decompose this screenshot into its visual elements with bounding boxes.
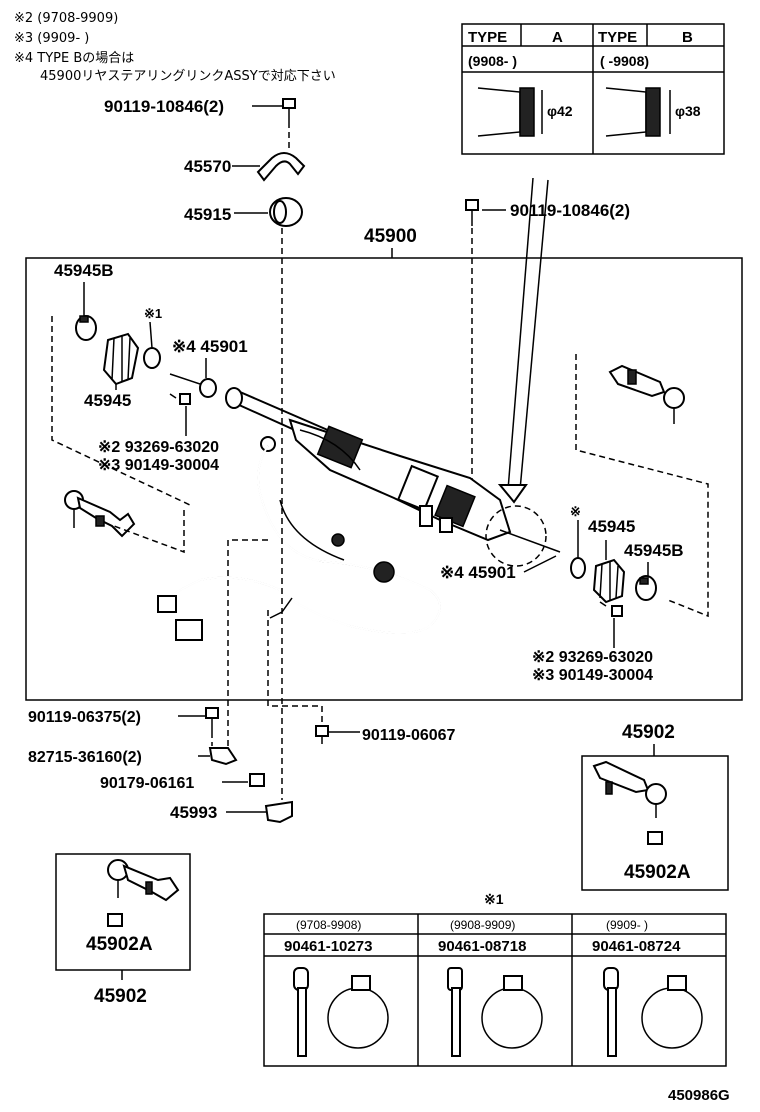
col1-part: 90461-10273: [284, 938, 372, 955]
note-3: ※4 TYPE Bの場合は: [14, 51, 134, 66]
label-x1-right: ※: [570, 504, 581, 519]
clip-ring-icon: [143, 347, 161, 369]
steering-rack-icon: [225, 387, 561, 567]
label-45902A-left: 45902A: [86, 934, 153, 955]
band-clip-icon: [447, 967, 543, 1057]
label-90119-06067: 90119-06067: [362, 727, 456, 744]
note-4: 45900リヤステアリングリンクASSYで対応下さい: [40, 69, 336, 84]
clip-band-icon: [75, 315, 97, 341]
label-45945-right: 45945: [588, 517, 635, 536]
bolt-icon: [282, 98, 296, 122]
label-x1-left: ※1: [144, 306, 162, 321]
tie-rod-end-icon: [169, 373, 217, 398]
band-clip-icon: [603, 967, 703, 1057]
label-45901-left: ※4 45901: [172, 337, 248, 356]
label-45901-right: ※4 45901: [440, 563, 516, 582]
notes: ※2 (9708-9909) ※3 (9909- ) ※4 TYPE Bの場合は…: [14, 11, 336, 84]
type-a-range: (9908- ): [468, 53, 517, 69]
label-45993: 45993: [170, 803, 217, 822]
label-90119-06375: 90119-06375(2): [28, 709, 141, 726]
table-title: ※1: [484, 891, 504, 907]
type-a-diameter: φ42: [547, 103, 573, 119]
label-90149-left: ※3 90149-30004: [98, 457, 219, 474]
label-82715: 82715-36160(2): [28, 749, 142, 766]
nut-icon: [107, 913, 123, 927]
col1-range: (9708-9908): [296, 918, 361, 932]
bracket-icon: [264, 800, 293, 824]
note-2: ※3 (9909- ): [14, 31, 89, 46]
type-a-value: A: [552, 29, 563, 46]
nut-icon: [647, 831, 663, 845]
clip-band-icon: [635, 575, 657, 601]
label-45945-left: 45945: [84, 391, 131, 410]
label-45902-right: 45902: [622, 722, 675, 743]
type-b-value: B: [682, 29, 693, 46]
label-90149-right: ※3 90149-30004: [532, 667, 653, 684]
type-header-a: TYPE: [468, 29, 507, 46]
label-90119-10846-top: 90119-10846(2): [104, 97, 224, 116]
label-45570: 45570: [184, 157, 231, 176]
tie-rod-box-left: 45902A 45902: [55, 853, 191, 1007]
label-93269-left: ※2 93269-63020: [98, 439, 219, 456]
col2-part: 90461-08718: [438, 938, 526, 955]
label-45945B-right: 45945B: [624, 541, 684, 560]
bolt-icon: [205, 707, 219, 732]
tie-rod-box-right: 45902 45902A: [581, 722, 729, 891]
top-mount-parts: 90119-10846(2) 45570 45915: [104, 97, 306, 256]
tie-rod-end-icon: [592, 760, 667, 818]
label-45915: 45915: [184, 205, 231, 224]
label-45902-left: 45902: [94, 986, 147, 1007]
type-b-diameter: φ38: [675, 103, 701, 119]
label-93269-right: ※2 93269-63020: [532, 649, 653, 666]
left-tie-rod-icon: [64, 490, 136, 538]
note-1: ※2 (9708-9909): [14, 11, 118, 26]
type-table: TYPE A TYPE B (9908- ) ( -9908) φ42 φ38: [461, 23, 725, 155]
clip-variants-table: ※1 (9708-9908) 90461-10273 (9908-9909) 9…: [263, 891, 727, 1067]
bolt-icon: [465, 199, 479, 226]
tie-rod-end-icon: [107, 859, 180, 902]
figure-code: 450986G: [668, 1087, 730, 1104]
type-header-b: TYPE: [598, 29, 637, 46]
left-side-parts: 45945B ※1 45945 ※4 45901 ※2: [51, 261, 248, 554]
label-45900: 45900: [364, 226, 417, 247]
band-clip-icon: [293, 967, 389, 1057]
boot-icon: [592, 558, 626, 604]
col3-part: 90461-08724: [592, 938, 681, 955]
type-b-range: ( -9908): [600, 53, 649, 69]
col2-range: (9908-9909): [450, 918, 515, 932]
label-90179: 90179-06161: [100, 775, 194, 792]
wire-harness-icon: [157, 429, 441, 641]
small-bolt-icon: [169, 393, 191, 405]
label-90119-10846-mid: 90119-10846(2): [510, 201, 630, 220]
right-side-parts: ※ 45945 45945B ※4 45901 ※2 93269-63020 ※…: [440, 354, 709, 684]
lower-fasteners: 90119-06375(2) 82715-36160(2) 90179-0616…: [28, 707, 456, 824]
clamp-bracket-icon: [256, 152, 306, 182]
upper-middle-bolt: 90119-10846(2): [465, 199, 630, 480]
right-tie-rod-icon: [608, 364, 685, 424]
bushing-icon: [269, 197, 303, 227]
boot-icon: [102, 332, 140, 386]
label-45945B-left: 45945B: [54, 261, 114, 280]
clip-ring-icon: [570, 557, 586, 579]
nut-icon: [249, 773, 265, 787]
label-45902A-right: 45902A: [624, 862, 691, 883]
clamp-icon: [208, 747, 238, 766]
bolt-icon: [315, 725, 329, 744]
direction-arrow: [497, 177, 549, 504]
assembly-frame-45900: [25, 257, 743, 701]
col3-range: (9909- ): [606, 918, 648, 932]
small-bolt-icon: [599, 601, 623, 617]
